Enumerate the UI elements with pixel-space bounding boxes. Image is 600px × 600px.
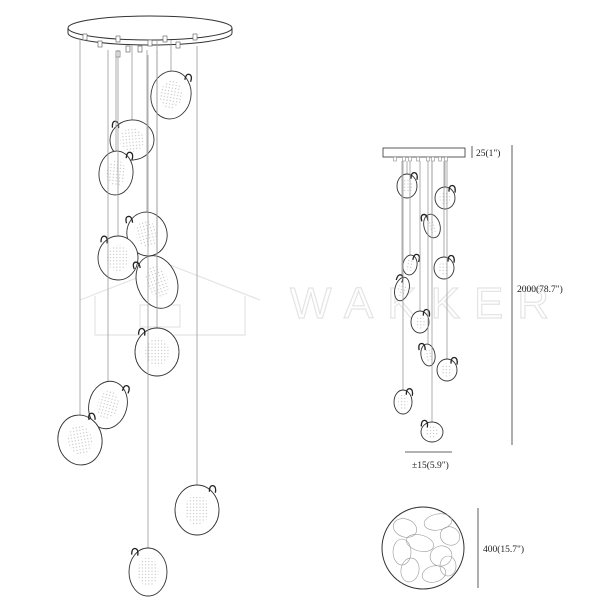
elevation-view: 25(1") 2000(78.7") ±15(5.9") [382,145,563,471]
pebble-dot-texture [184,495,210,525]
pebble-plan-outline [393,518,417,538]
pebble-dot-texture [425,426,439,438]
plan-view: 400(15.7") [381,506,524,590]
pebble-dot-texture [438,261,450,275]
cord-gripper [125,45,131,53]
cord-gripper [137,45,143,53]
cord-gripper [402,156,406,162]
pebble-dot-texture [406,259,414,271]
cord-gripper [115,35,121,43]
drop-label: 2000(78.7") [517,284,563,295]
pebble-shade [434,184,456,210]
pebble-plan-outline [439,555,457,577]
canopy-top [67,15,233,41]
pebble-dot-texture [106,159,126,187]
pebble-plan-outline [406,534,434,552]
pebble-plan-outline [439,526,461,546]
pebble-clip [410,172,418,180]
pebble-shade [57,412,103,466]
pebble-clip [125,151,134,160]
pebble-shade [88,380,130,430]
cord-gripper [147,39,153,47]
pebble-clip [184,73,193,83]
canopy-height-label: 25(1") [476,148,500,159]
pebble-clip [420,419,429,428]
diameter-label: 400(15.7") [483,544,524,555]
pebble-dot-texture [97,390,119,420]
cord-gripper [408,156,412,162]
pebble-clip [88,412,96,420]
pebble-dot-texture [144,337,170,367]
pebble-clip [412,253,421,263]
pebble-dot-texture [397,281,407,297]
pebble-plan-outline [423,513,453,531]
pebble-dot-texture [439,191,451,205]
pebble-dot-texture [135,220,159,248]
pebble-clip [100,235,108,244]
pebble-dot-texture [424,348,432,362]
pebble-shade [433,254,455,280]
pebble-clip [405,388,414,396]
pebble-clip [422,308,431,317]
cord-gripper [438,156,442,162]
cord-gripper [175,41,181,49]
pebble-clip [121,384,130,394]
cord-gripper [97,40,103,48]
pebble-shade [97,235,139,281]
pebble-dot-texture [67,425,93,455]
pebble-shade [393,388,414,415]
pebble-shade [418,342,436,367]
pebble-shade [420,419,444,443]
pebble-dot-texture [398,394,408,410]
perspective-view [57,15,233,597]
canopy-plan-circle [381,506,465,590]
pebble-shade [174,484,220,536]
pebble-shade [134,327,180,377]
pebble-shade [396,172,418,199]
cord-gripper [192,33,198,41]
pebble-width-label: ±15(5.9") [412,460,449,471]
pebble-shade [98,150,134,196]
canopy-elevation [382,147,466,158]
pebble-clip [137,327,146,336]
pebble-dot-texture [119,127,145,153]
pebble-clip [420,213,429,222]
pebble-dot-texture [107,244,129,272]
pebble-clip [131,547,139,556]
cord-gripper [444,156,448,162]
pebble-clip [125,215,134,224]
cord-gripper [162,35,168,43]
pebble-shade [420,213,441,239]
pebble-shade [410,308,431,334]
cord-gripper [416,156,420,162]
pebble-plan-outline [421,565,447,583]
pebble-clip [132,261,141,270]
pebble-clip [447,254,455,263]
pebble-dot-texture [441,363,453,377]
pebble-dot-texture [415,315,425,329]
pebble-shade [436,356,458,382]
pebble-dot-texture [137,557,159,587]
pebble-clip [208,484,217,493]
cord-gripper [431,156,435,162]
pebble-dot-texture [159,80,183,110]
pebble-shade [402,253,421,276]
cord-gripper [393,156,397,162]
pebble-clip [418,342,426,351]
pebble-plan-outline [429,545,453,567]
pebble-clip [448,184,456,193]
cord-gripper [426,156,430,162]
pebble-clip [450,356,458,365]
pebble-shade [128,547,168,597]
pebble-shade [394,274,410,302]
cord-gripper [82,33,88,41]
pebble-shade [150,70,193,120]
pebble-plan-outline [400,557,420,583]
